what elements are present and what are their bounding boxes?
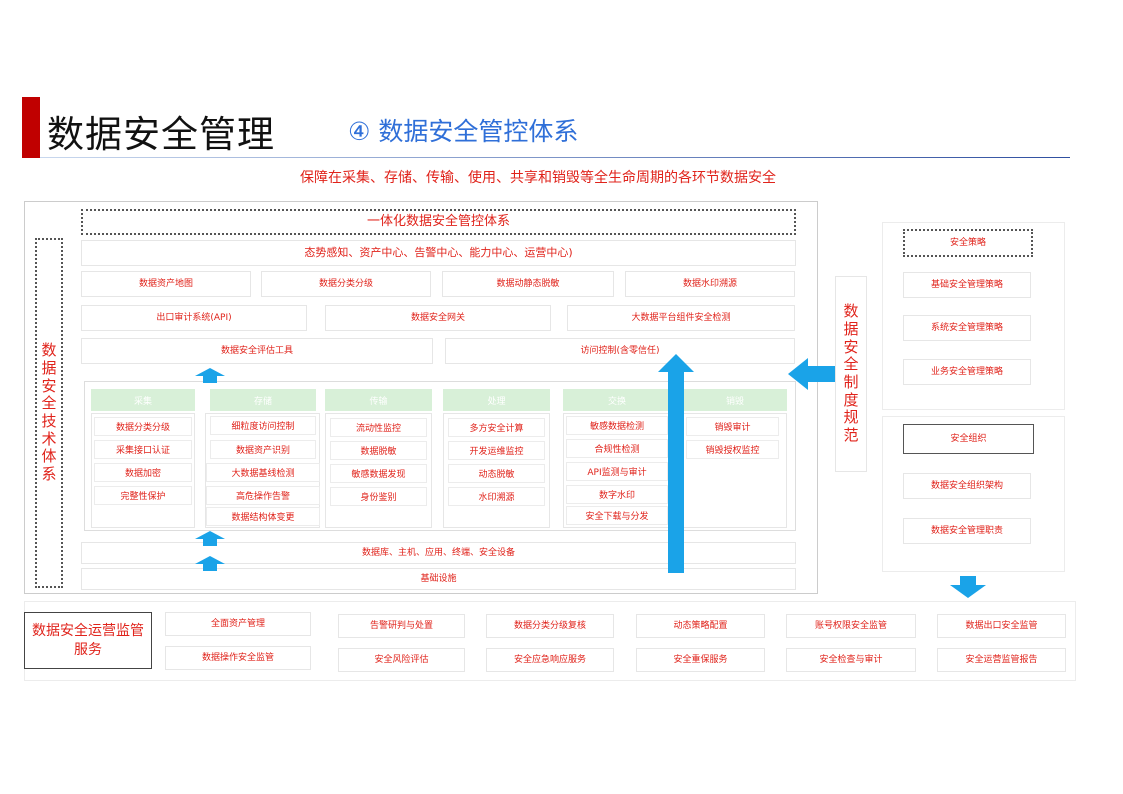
- down-arrow-icon: [950, 576, 986, 598]
- policy-label-char: 规: [843, 408, 859, 427]
- policy-label-char: 范: [843, 426, 859, 445]
- lifecycle-item: 完整性保护: [94, 486, 192, 505]
- classification: 数据分类分级: [261, 271, 431, 297]
- ops-item: 告警研判与处置: [338, 614, 465, 638]
- lifecycle-item: 数据加密: [94, 463, 192, 482]
- devices-row: 数据库、主机、应用、终端、安全设备: [81, 542, 796, 564]
- desensitization: 数据动静态脱敏: [442, 271, 614, 297]
- ops-item: 安全重保服务: [636, 648, 765, 672]
- ops-item: 账号权限安全监管: [786, 614, 916, 638]
- lifecycle-item: 数字水印: [566, 485, 668, 504]
- lifecycle-item: API监测与审计: [566, 462, 668, 481]
- page-subtitle: ④ 数据安全管控体系: [348, 117, 579, 146]
- tech-label-char: 术: [41, 429, 57, 448]
- policy-label-char: 数: [843, 302, 859, 321]
- tech-label-char: 数: [41, 341, 57, 360]
- lifecycle-item: 采集接口认证: [94, 440, 192, 459]
- infrastructure-row: 基础设施: [81, 568, 796, 590]
- lifecycle-item: 开发运维监控: [448, 441, 545, 460]
- lifecycle-item: 细粒度访问控制: [210, 416, 316, 435]
- ops-item: 安全风险评估: [338, 648, 465, 672]
- policy-label-char: 度: [843, 390, 859, 409]
- tech-label-char: 全: [41, 394, 57, 413]
- big-up-arrow-icon: [658, 354, 694, 573]
- policy-frame: [882, 222, 1065, 410]
- policy-item: 系统安全管理策略: [903, 315, 1031, 341]
- tech-label-char: 技: [41, 412, 57, 430]
- lifecycle-item: 敏感数据检测: [566, 416, 668, 435]
- tech-system-label: 数 据 安 全 技 术 体 系: [35, 238, 63, 588]
- up-arrow-icon: [195, 556, 225, 571]
- ops-item: 安全检查与审计: [786, 648, 916, 672]
- lifecycle-item: 身份鉴别: [330, 487, 427, 506]
- policy-system-label: 数 据 安 全 制 度 规 范: [835, 276, 867, 472]
- lifecycle-item: 大数据基线检测: [206, 463, 320, 482]
- lifecycle-item: 安全下载与分发: [566, 506, 668, 525]
- col-head-exchange: 交换: [563, 389, 671, 411]
- lifecycle-item: 销毁审计: [686, 417, 779, 436]
- policy-item: 基础安全管理策略: [903, 272, 1031, 298]
- tech-system-frame: [24, 201, 818, 594]
- egress-audit: 出口审计系统(API): [81, 305, 307, 331]
- col-head-destroy: 销毁: [683, 389, 787, 411]
- org-item: 数据安全管理职责: [903, 518, 1031, 544]
- lifecycle-item: 合规性检测: [566, 439, 668, 458]
- ops-item: 安全运营监管报告: [937, 648, 1066, 672]
- tech-label-char: 安: [41, 376, 57, 395]
- policy-label-char: 制: [843, 373, 859, 391]
- centers-row: 态势感知、资产中心、告警中心、能力中心、运营中心): [81, 240, 796, 266]
- ops-item: 数据操作安全监管: [165, 646, 311, 670]
- policy-label-char: 安: [843, 337, 859, 356]
- security-gateway: 数据安全网关: [325, 305, 551, 331]
- lifecycle-item: 数据脱敏: [330, 441, 427, 460]
- col-head-collect: 采集: [91, 389, 195, 411]
- tech-label-char: 系: [41, 465, 57, 484]
- lifecycle-item: 水印溯源: [448, 487, 545, 506]
- lifecycle-item: 动态脱敏: [448, 464, 545, 483]
- org-title: 安全组织: [903, 424, 1034, 454]
- assessment-tool: 数据安全评估工具: [81, 338, 433, 364]
- tech-label-char: 体: [41, 447, 57, 466]
- bigdata-component-check: 大数据平台组件安全检测: [567, 305, 795, 331]
- lifecycle-item: 多方安全计算: [448, 418, 545, 437]
- org-frame: [882, 416, 1065, 572]
- ops-item: 安全应急响应服务: [486, 648, 614, 672]
- watermark-trace: 数据水印溯源: [625, 271, 795, 297]
- lifecycle-item: 数据资产识别: [210, 440, 316, 459]
- lifecycle-item: 数据分类分级: [94, 417, 192, 436]
- lifecycle-item: 高危操作告警: [206, 486, 320, 505]
- org-item: 数据安全组织架构: [903, 473, 1031, 499]
- ops-item: 数据分类分级复核: [486, 614, 614, 638]
- policy-label-char: 据: [843, 319, 859, 338]
- lifecycle-item: 敏感数据发现: [330, 464, 427, 483]
- col-head-store: 存储: [210, 389, 316, 411]
- left-arrow-icon: [788, 358, 835, 390]
- policy-label-char: 全: [843, 355, 859, 374]
- tagline: 保障在采集、存储、传输、使用、共享和销毁等全生命周期的各环节数据安全: [300, 170, 776, 186]
- lifecycle-item: 流动性监控: [330, 418, 427, 437]
- col-head-process: 处理: [443, 389, 550, 411]
- ops-item: 全面资产管理: [165, 612, 311, 636]
- ops-item: 数据出口安全监管: [937, 614, 1066, 638]
- up-arrow-icon: [195, 531, 225, 546]
- page-title: 数据安全管理: [47, 113, 275, 156]
- ops-item: 动态策略配置: [636, 614, 765, 638]
- policy-title: 安全策略: [903, 229, 1033, 257]
- access-control: 访问控制(含零信任): [445, 338, 795, 364]
- asset-map: 数据资产地图: [81, 271, 251, 297]
- up-arrow-icon: [195, 368, 225, 383]
- header-underline: [40, 157, 1070, 158]
- tech-label-char: 据: [41, 358, 57, 377]
- lifecycle-item: 销毁授权监控: [686, 440, 779, 459]
- col-head-transfer: 传输: [325, 389, 432, 411]
- title-accent-bar: [22, 97, 40, 158]
- lifecycle-item: 数据结构体变更: [206, 507, 320, 526]
- policy-item: 业务安全管理策略: [903, 359, 1031, 385]
- ops-label: 数据安全运营监管服务: [24, 612, 152, 669]
- integrated-system-title: 一体化数据安全管控体系: [81, 209, 796, 235]
